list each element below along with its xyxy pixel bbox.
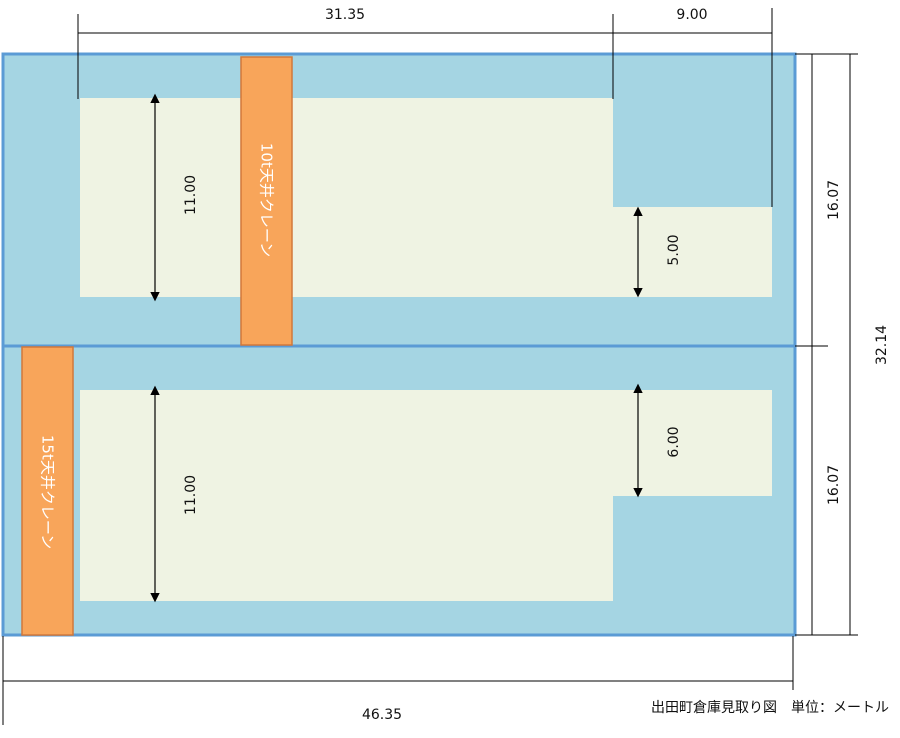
upper-crane-label: 10t天井クレーン [258,143,276,257]
right-dimension-lines [795,53,858,636]
lower-notch-height-label: 6.00 [666,426,682,457]
upper-floor-height-label: 11.00 [183,175,199,215]
bottom-dimension-lines [2,636,794,725]
lower-floor-height-label: 11.00 [183,475,199,515]
upper-notch-height-label: 5.00 [666,234,682,265]
upper-bay-depth-label: 16.07 [826,180,842,220]
lower-bay-depth-label: 16.07 [826,465,842,505]
top-right-width-label: 9.00 [676,7,707,23]
lower-floor-area [80,390,772,601]
total-width-label: 46.35 [362,707,402,723]
upper-crane [240,56,293,346]
lower-crane-label: 15t天井クレーン [39,435,57,549]
total-depth-label: 32.14 [874,325,890,365]
top-dimension-lines [77,8,773,207]
plan-caption: 出田町倉庫見取り図 単位：メートル [651,699,889,716]
top-left-width-label: 31.35 [325,7,365,23]
lower-crane [21,346,74,636]
